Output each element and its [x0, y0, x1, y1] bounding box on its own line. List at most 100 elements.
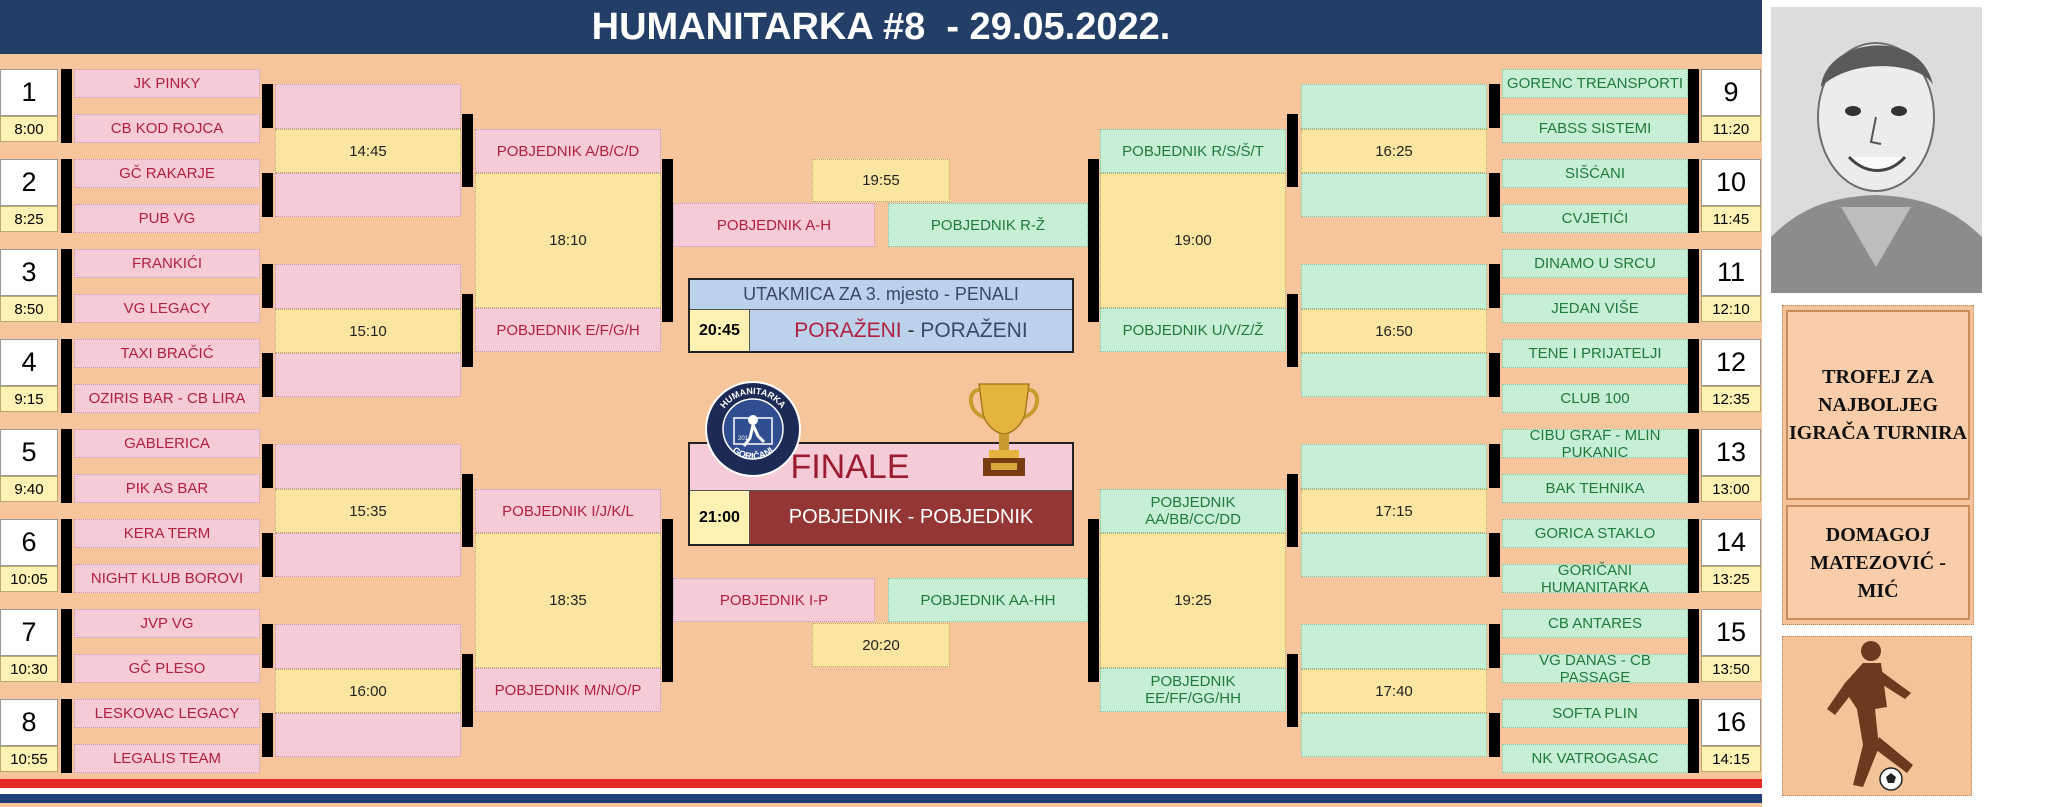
team-right-10: BAK TEHNIKA — [1502, 474, 1688, 503]
team-right-1: GORENC TREANSPORTI — [1502, 69, 1688, 98]
semifinal-bottom-left: POBJEDNIK I-P — [673, 578, 875, 622]
trophy-icon — [968, 383, 1040, 476]
bracket-bar — [1688, 339, 1699, 413]
team-right-11: GORICA STAKLO — [1502, 519, 1688, 548]
round2-left-time-2: 15:10 — [275, 309, 461, 353]
group-number-left-8: 8 — [0, 699, 58, 746]
round2-left-time-3: 15:35 — [275, 489, 461, 533]
team-left-3: GČ RAKARJE — [74, 159, 260, 188]
team-right-5: DINAMO U SRCU — [1502, 249, 1688, 278]
team-left-2: CB KOD ROJCA — [74, 114, 260, 143]
group-time-left-7: 10:30 — [0, 656, 58, 682]
group-number-right-1: 9 — [1701, 69, 1761, 116]
group-number-right-2: 10 — [1701, 159, 1761, 206]
qf-left-1: POBJEDNIK A/B/C/D — [475, 129, 661, 173]
player-photo — [1771, 7, 1982, 293]
bracket-bar — [61, 339, 72, 413]
group-number-right-5: 13 — [1701, 429, 1761, 476]
round2-right-slot-a — [1301, 624, 1487, 669]
round2-left-time-4: 16:00 — [275, 669, 461, 713]
group-number-right-8: 16 — [1701, 699, 1761, 746]
stripe-red — [0, 779, 1762, 788]
tournament-title: HUMANITARKA #8 - 29.05.2022. — [0, 0, 1762, 54]
bracket-bar — [462, 114, 473, 187]
bracket-bar — [662, 519, 673, 682]
award-title: TROFEJ ZA NAJBOLJEG IGRAČA TURNIRA — [1786, 310, 1970, 500]
third-place-right: PORAŽENI — [920, 318, 1028, 342]
group-number-left-4: 4 — [0, 339, 58, 386]
semifinal-top-left: POBJEDNIK A-H — [673, 203, 875, 247]
bracket-bar — [262, 353, 273, 397]
bracket-bar — [1688, 609, 1699, 683]
bracket-bar — [1287, 474, 1298, 547]
group-time-left-5: 9:40 — [0, 476, 58, 502]
team-left-14: GČ PLESO — [74, 654, 260, 683]
logo-year: 2014 — [738, 436, 752, 442]
team-right-14: VG DANAS - CB PASSAGE — [1502, 652, 1688, 686]
bracket-bar — [1489, 624, 1500, 668]
group-time-left-8: 10:55 — [0, 746, 58, 772]
group-time-right-2: 11:45 — [1701, 206, 1761, 232]
team-left-16: LEGALIS TEAM — [74, 744, 260, 773]
group-number-left-3: 3 — [0, 249, 58, 296]
team-right-8: CLUB 100 — [1502, 384, 1688, 413]
qf-left-time-2: 18:35 — [475, 533, 661, 668]
third-place-title: UTAKMICA ZA 3. mjesto - PENALI — [690, 280, 1072, 310]
final-teams: POBJEDNIK - POBJEDNIK — [750, 490, 1072, 544]
round2-right-slot-b — [1301, 173, 1487, 217]
bracket-bar — [1088, 159, 1099, 322]
group-time-right-1: 11:20 — [1701, 116, 1761, 142]
qf-right-2: POBJEDNIK U/V/Z/Ž — [1100, 308, 1286, 352]
bracket-bar — [1489, 264, 1500, 308]
bracket-bar — [262, 444, 273, 488]
round2-right-time-2: 16:50 — [1301, 309, 1487, 353]
team-left-8: OZIRIS BAR - CB LIRA — [74, 384, 260, 413]
team-left-13: JVP VG — [74, 609, 260, 638]
bracket-bar — [1688, 69, 1699, 143]
bracket-bar — [1287, 114, 1298, 187]
qf-right-time-2: 19:25 — [1100, 533, 1286, 668]
round2-left-slot-a — [275, 84, 461, 129]
team-left-1: JK PINKY — [74, 69, 260, 98]
bracket-bar — [1287, 294, 1298, 367]
bracket-bar — [1688, 249, 1699, 323]
round2-left-slot-a — [275, 624, 461, 669]
team-right-16: NK VATROGASAC — [1502, 744, 1688, 773]
round2-right-slot-a — [1301, 444, 1487, 489]
round2-right-slot-a — [1301, 84, 1487, 129]
group-time-left-6: 10:05 — [0, 566, 58, 592]
third-place-time: 20:45 — [690, 310, 750, 351]
round2-right-slot-b — [1301, 713, 1487, 757]
semifinal-bottom-right: POBJEDNIK AA-HH — [888, 578, 1088, 622]
bracket-bar — [262, 173, 273, 217]
group-time-right-8: 14:15 — [1701, 746, 1761, 772]
group-time-right-7: 13:50 — [1701, 656, 1761, 682]
bracket-bar — [1688, 699, 1699, 773]
bracket-bar — [1088, 519, 1099, 682]
round2-left-slot-b — [275, 713, 461, 757]
humanitarka-logo: HUMANITARKA GORIČANI 2014 — [705, 381, 801, 477]
team-right-9: CIBU GRAF - MLIN PUKANIC — [1502, 427, 1688, 461]
group-number-left-6: 6 — [0, 519, 58, 566]
team-left-5: FRANKIĆI — [74, 249, 260, 278]
team-right-13: CB ANTARES — [1502, 609, 1688, 638]
round2-right-slot-b — [1301, 533, 1487, 577]
bracket-bar — [61, 699, 72, 773]
third-place-left: PORAŽENI — [794, 318, 902, 342]
round2-right-time-4: 17:40 — [1301, 669, 1487, 713]
team-left-11: KERA TERM — [74, 519, 260, 548]
qf-left-2: POBJEDNIK E/F/G/H — [475, 308, 661, 352]
group-number-left-7: 7 — [0, 609, 58, 656]
team-left-9: GABLERICA — [74, 429, 260, 458]
group-number-right-4: 12 — [1701, 339, 1761, 386]
group-number-left-2: 2 — [0, 159, 58, 206]
final-title: FINALE — [790, 447, 910, 486]
qf-right-time-1: 19:00 — [1100, 173, 1286, 308]
stripe-blue — [0, 794, 1762, 803]
football-player-icon — [1827, 641, 1913, 791]
bracket-bar — [262, 533, 273, 577]
round2-right-slot-a — [1301, 264, 1487, 309]
bracket-bar — [61, 159, 72, 233]
bracket-bar — [262, 84, 273, 128]
